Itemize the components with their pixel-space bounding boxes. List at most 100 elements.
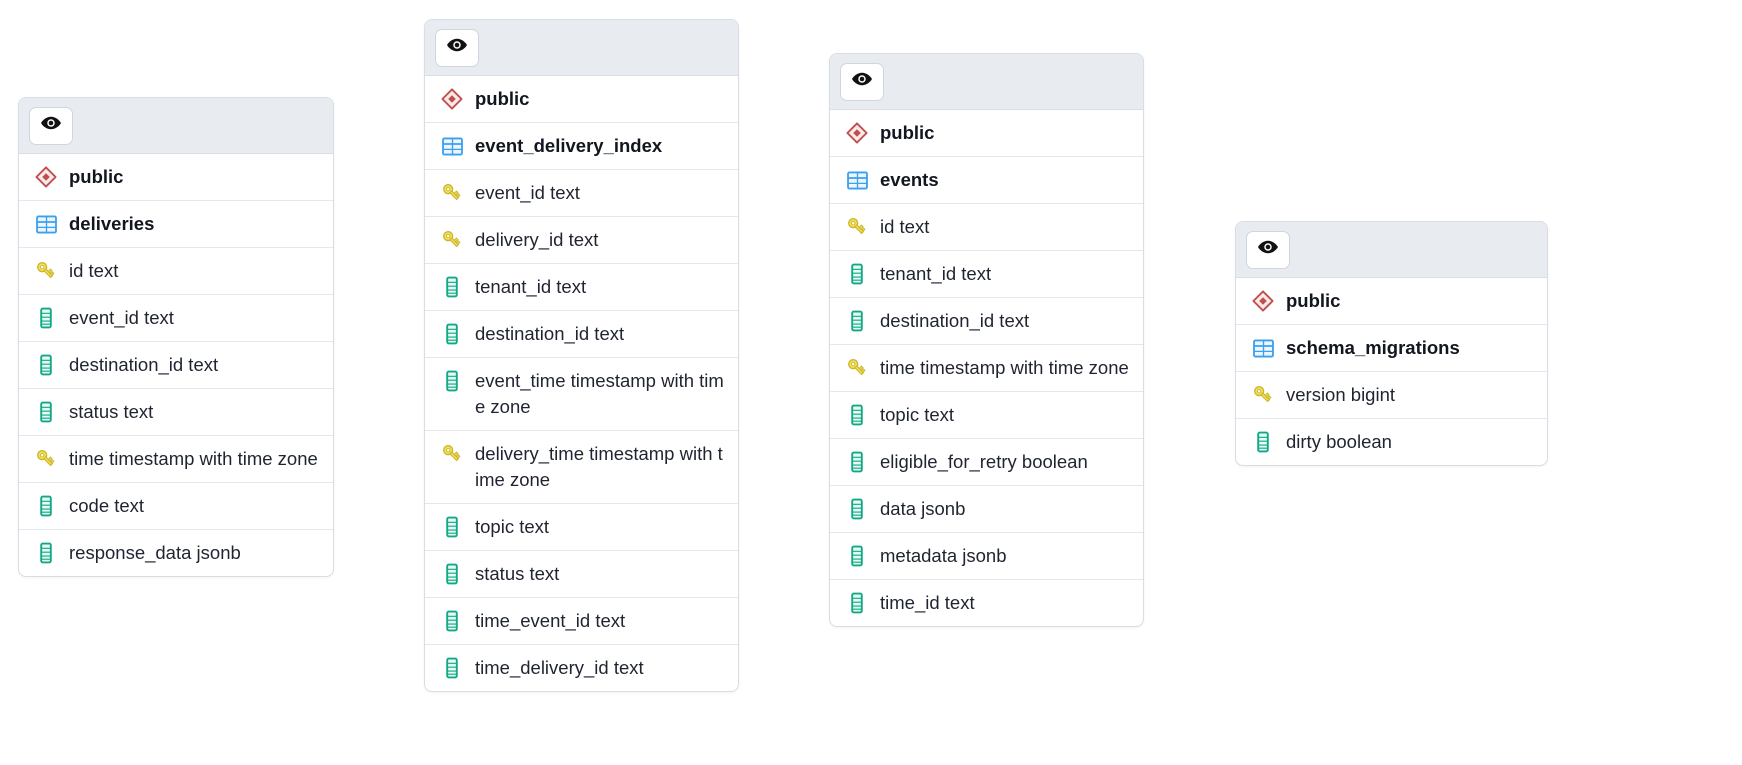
visibility-toggle-button[interactable] [29, 106, 73, 145]
tablename-row[interactable]: event_delivery_index [425, 123, 738, 170]
key-icon [33, 258, 59, 284]
table-node-header [425, 20, 738, 76]
column-row[interactable]: id text [830, 204, 1143, 251]
column-row[interactable]: tenant_id text [425, 264, 738, 311]
key-icon [33, 446, 59, 472]
column-row[interactable]: time timestamp with time zone [19, 436, 333, 483]
visibility-toggle-button[interactable] [435, 28, 479, 67]
schema-row[interactable]: public [19, 154, 333, 201]
column-icon [844, 308, 870, 334]
column-row[interactable]: metadata jsonb [830, 533, 1143, 580]
column-icon [844, 590, 870, 616]
schema-row[interactable]: public [425, 76, 738, 123]
column-row[interactable]: topic text [830, 392, 1143, 439]
column-row[interactable]: time timestamp with time zone [830, 345, 1143, 392]
column-row[interactable]: code text [19, 483, 333, 530]
column-row[interactable]: status text [425, 551, 738, 598]
eye-icon [1257, 236, 1279, 263]
column-row[interactable]: destination_id text [830, 298, 1143, 345]
column-row[interactable]: response_data jsonb [19, 530, 333, 576]
column-label: eligible_for_retry boolean [880, 451, 1088, 472]
column-row[interactable]: event_id text [19, 295, 333, 342]
column-label: version bigint [1286, 384, 1396, 405]
column-icon [844, 543, 870, 569]
table-grid-icon [33, 211, 59, 237]
visibility-toggle-button[interactable] [840, 62, 884, 101]
column-label: time_event_id text [475, 610, 626, 631]
column-row[interactable]: time_id text [830, 580, 1143, 626]
column-label: delivery_time timestamp with time zone [475, 443, 723, 490]
column-label: destination_id text [880, 310, 1030, 331]
table-node-header [830, 54, 1143, 110]
column-label: time_delivery_id text [475, 657, 644, 678]
schema-label: public [475, 88, 530, 109]
column-icon [439, 274, 465, 300]
key-icon [844, 355, 870, 381]
column-label: dirty boolean [1286, 431, 1392, 452]
column-row[interactable]: tenant_id text [830, 251, 1143, 298]
column-row[interactable]: id text [19, 248, 333, 295]
column-row[interactable]: topic text [425, 504, 738, 551]
table-node-header [19, 98, 333, 154]
column-icon [439, 561, 465, 587]
schema-row[interactable]: public [1236, 278, 1547, 325]
table-node-events[interactable]: public events id text tenant_id text destina… [829, 53, 1144, 627]
column-row[interactable]: event_id text [425, 170, 738, 217]
visibility-toggle-button[interactable] [1246, 230, 1290, 269]
column-label: status text [475, 563, 560, 584]
column-row[interactable]: destination_id text [19, 342, 333, 389]
column-icon [33, 540, 59, 566]
tablename-row[interactable]: schema_migrations [1236, 325, 1547, 372]
key-icon [439, 180, 465, 206]
column-icon [439, 514, 465, 540]
eye-icon [851, 68, 873, 95]
key-icon [1250, 382, 1276, 408]
table-node-event_delivery_index[interactable]: public event_delivery_index event_id text d… [424, 19, 739, 692]
column-icon [844, 496, 870, 522]
column-icon [439, 608, 465, 634]
column-label: topic text [475, 516, 550, 537]
tablename-row[interactable]: events [830, 157, 1143, 204]
tablename-label: schema_migrations [1286, 337, 1460, 358]
table-grid-icon [1250, 335, 1276, 361]
schema-row[interactable]: public [830, 110, 1143, 157]
column-row[interactable]: destination_id text [425, 311, 738, 358]
column-label: tenant_id text [880, 263, 992, 284]
key-icon [439, 441, 465, 467]
column-row[interactable]: status text [19, 389, 333, 436]
column-row[interactable]: dirty boolean [1236, 419, 1547, 465]
column-row[interactable]: delivery_time timestamp with time zone [425, 431, 738, 504]
column-row[interactable]: data jsonb [830, 486, 1143, 533]
schema-diamond-icon [439, 86, 465, 112]
column-row[interactable]: event_time timestamp with time zone [425, 358, 738, 431]
column-row[interactable]: time_delivery_id text [425, 645, 738, 691]
eye-icon [40, 112, 62, 139]
key-icon [439, 227, 465, 253]
column-label: response_data jsonb [69, 542, 241, 563]
column-row[interactable]: eligible_for_retry boolean [830, 439, 1143, 486]
column-icon [439, 368, 465, 394]
schema-label: public [69, 166, 124, 187]
column-icon [33, 352, 59, 378]
tablename-label: events [880, 169, 939, 190]
eye-icon [446, 34, 468, 61]
column-label: id text [880, 216, 930, 237]
column-label: topic text [880, 404, 955, 425]
column-label: event_time timestamp with time zone [475, 370, 724, 417]
table-node-header [1236, 222, 1547, 278]
column-label: code text [69, 495, 145, 516]
tablename-row[interactable]: deliveries [19, 201, 333, 248]
column-label: metadata jsonb [880, 545, 1007, 566]
schema-diamond-icon [1250, 288, 1276, 314]
column-row[interactable]: version bigint [1236, 372, 1547, 419]
column-icon [844, 261, 870, 287]
column-label: event_id text [475, 182, 580, 203]
column-row[interactable]: delivery_id text [425, 217, 738, 264]
column-row[interactable]: time_event_id text [425, 598, 738, 645]
column-icon [439, 321, 465, 347]
column-label: data jsonb [880, 498, 966, 519]
schema-label: public [1286, 290, 1341, 311]
